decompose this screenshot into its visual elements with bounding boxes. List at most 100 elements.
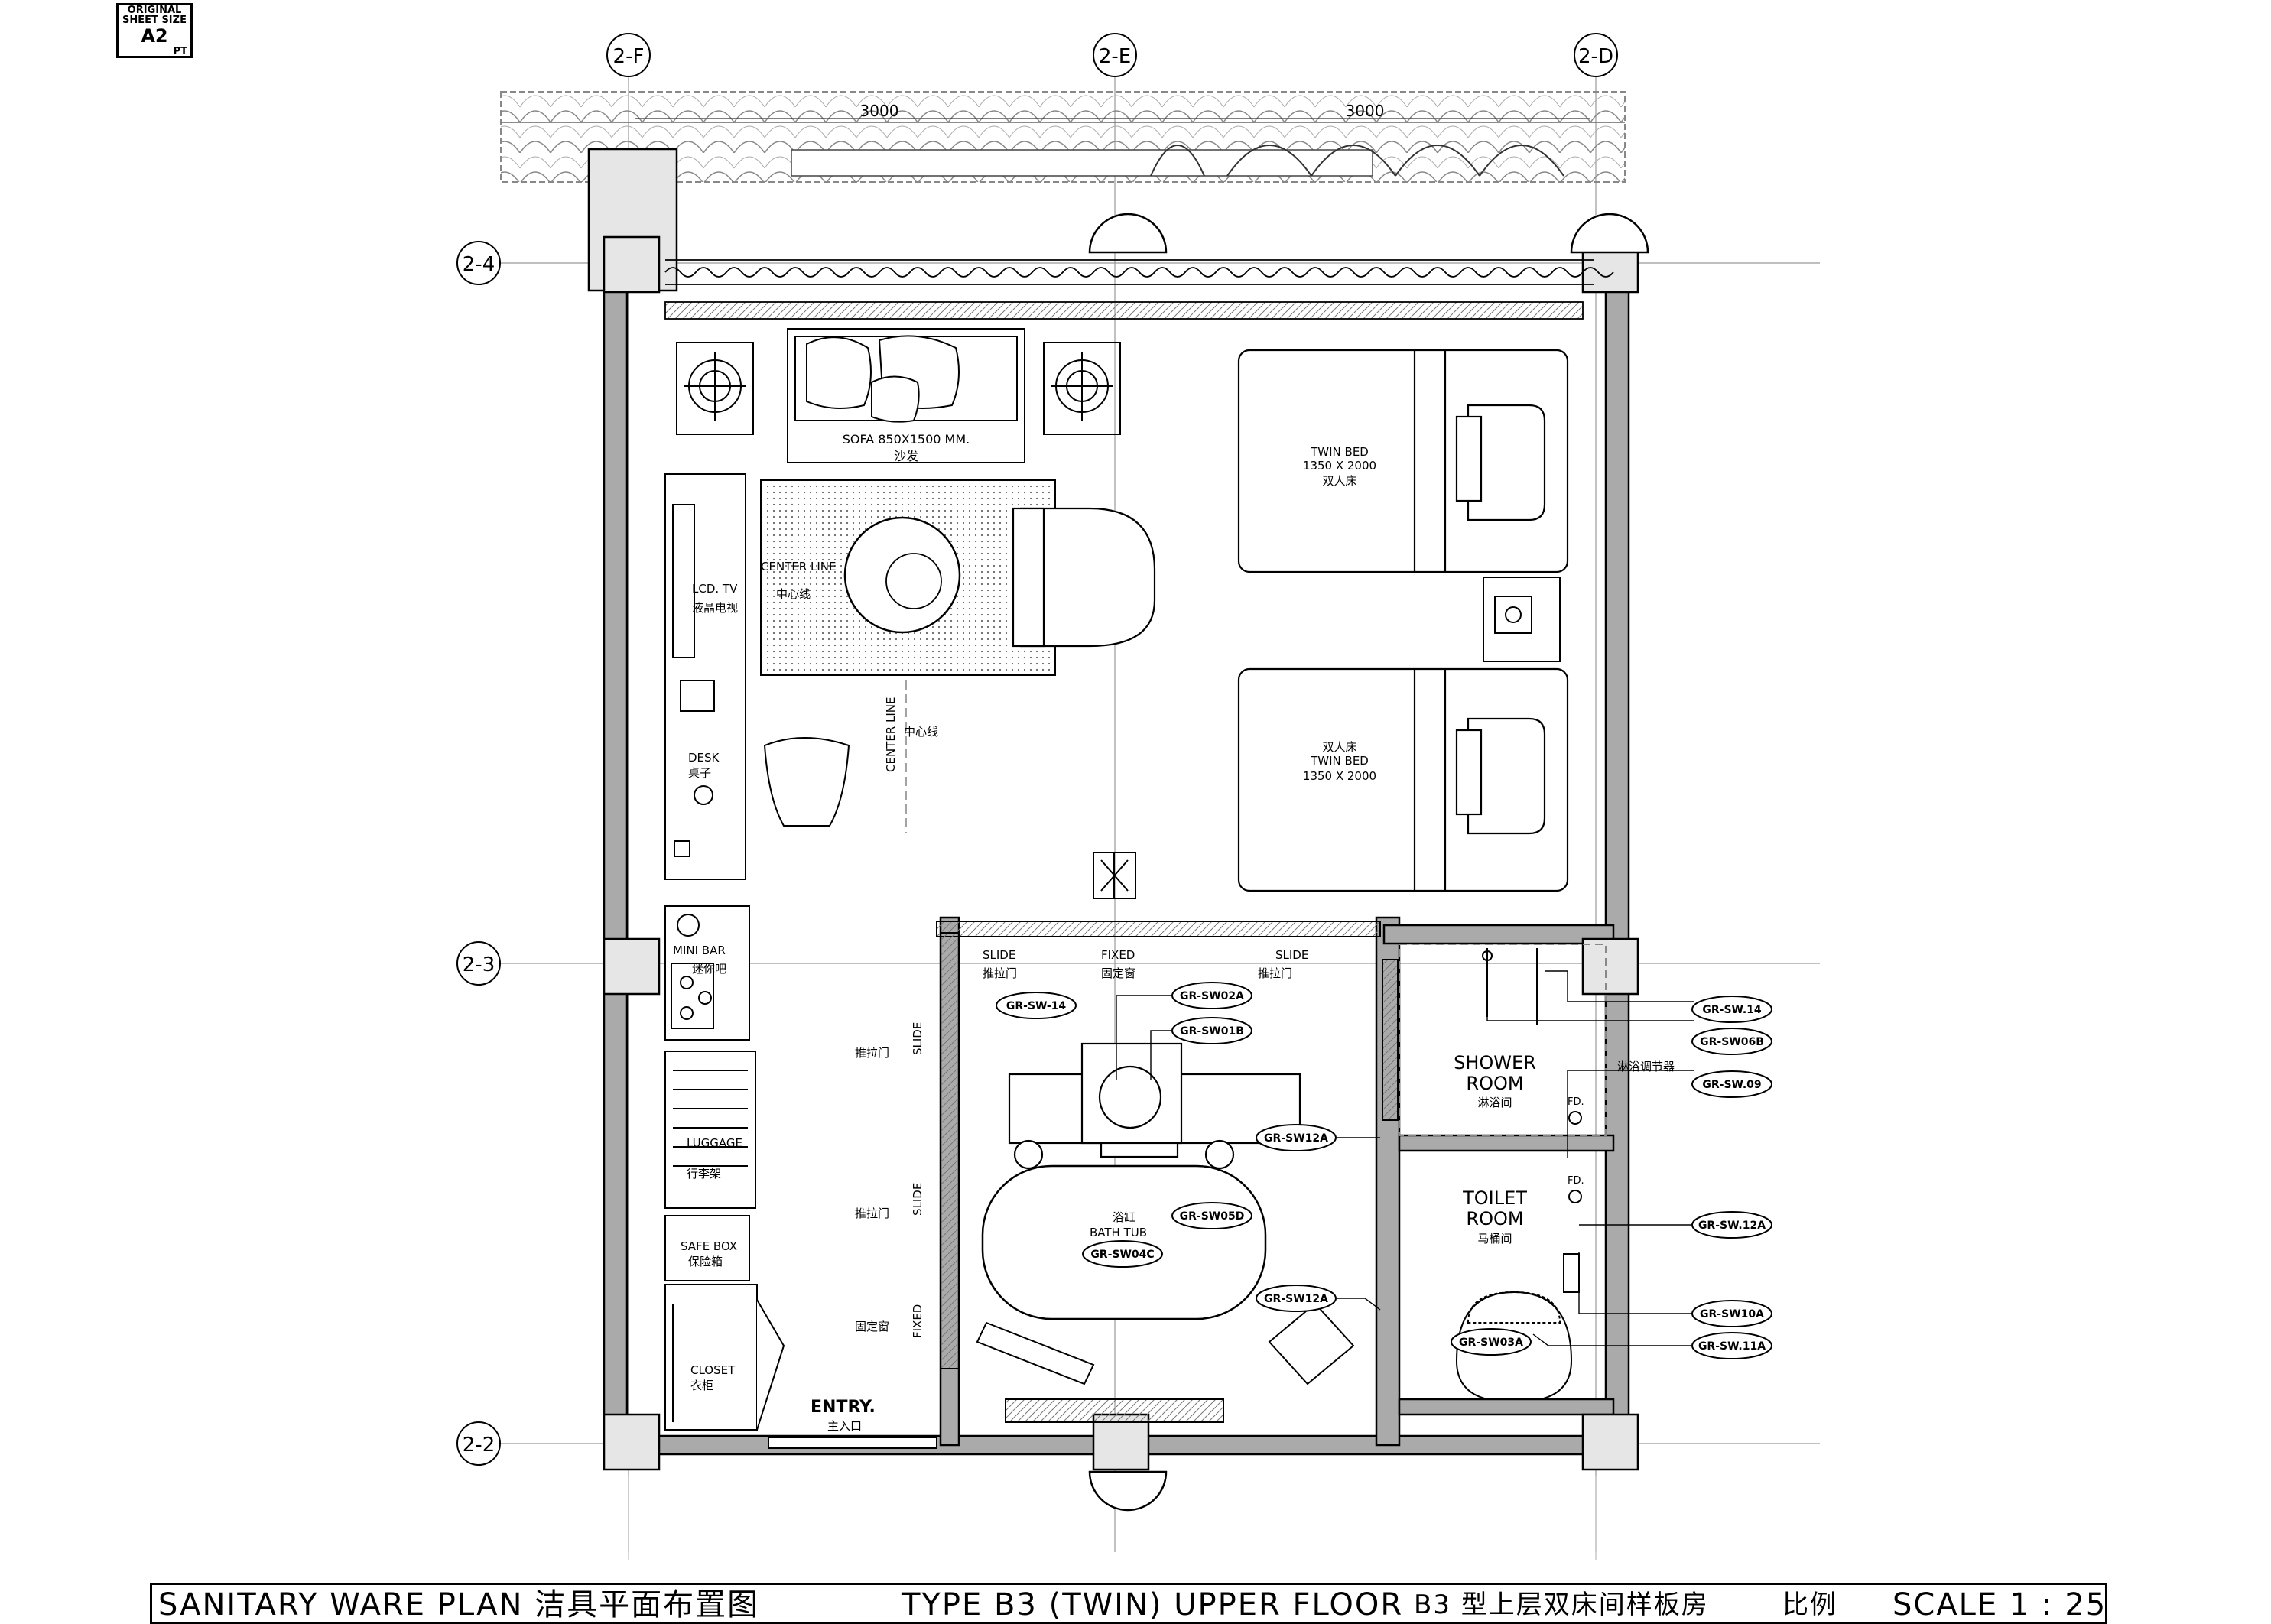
tag-labels: GR-SW-14 GR-SW02A GR-SW01B GR-SW12A GR-S… xyxy=(1006,990,1766,1353)
armchair xyxy=(1012,507,1156,648)
fd-label-2: FD. xyxy=(1568,1175,1584,1187)
dim-right: 3000 xyxy=(1346,102,1385,120)
toilet-label-cn: 马桶间 xyxy=(1477,1232,1512,1246)
plant xyxy=(1093,852,1136,899)
closet-label: CLOSET xyxy=(690,1363,736,1377)
title-center-cn: B3 型上层双床间样板房 xyxy=(1414,1590,1709,1620)
tag-r09: GR-SW.09 xyxy=(1702,1079,1761,1091)
title-left: SANITARY WARE PLAN 洁具平面布置图 xyxy=(158,1587,760,1622)
grid-label-2f: 2-F xyxy=(613,45,645,68)
sheet-size-stamp: ORIGINAL SHEET SIZE A2 PT xyxy=(116,3,193,58)
tag-sw01b: GR-SW01B xyxy=(1180,1025,1244,1038)
entry-cabinets xyxy=(664,905,785,1431)
pilasters xyxy=(1088,213,1649,1512)
grid-label-2e: 2-E xyxy=(1099,45,1131,68)
tag-r06b: GR-SW06B xyxy=(1700,1036,1764,1048)
tag-sw12a-1: GR-SW12A xyxy=(1264,1132,1328,1145)
bath-benches xyxy=(976,1302,1355,1423)
coffee-table xyxy=(843,516,961,634)
shower-label-1: SHOWER xyxy=(1454,1052,1536,1073)
slide-side-1: SLIDE xyxy=(911,1022,924,1055)
side-tables xyxy=(676,342,1121,435)
slide-side-2-cn: 推拉门 xyxy=(855,1207,889,1220)
slide-top-left-cn: 推拉门 xyxy=(983,966,1017,980)
tag-sw12a-2: GR-SW12A xyxy=(1264,1293,1328,1305)
bed-2-label-3: 1350 X 2000 xyxy=(1303,769,1376,783)
grid-bubbles xyxy=(456,33,1618,1466)
sheet-size-line1: ORIGINAL xyxy=(127,5,182,16)
leader-lines xyxy=(1116,970,1694,1346)
grid-label-2-2: 2-2 xyxy=(463,1434,495,1457)
grid-label-2d: 2-D xyxy=(1578,45,1613,68)
bathtub-label-cn: 浴缸 xyxy=(1113,1210,1136,1224)
bathroom-enclosure xyxy=(936,921,1399,1369)
desk-label: DESK xyxy=(688,751,720,765)
sheet-size-suffix: PT xyxy=(173,46,187,57)
entry-door xyxy=(768,1437,937,1449)
tag-sw14: GR-SW-14 xyxy=(1006,1000,1067,1012)
tag-r14: GR-SW.14 xyxy=(1702,1004,1762,1016)
title-scale: SCALE 1 : 25 xyxy=(1892,1587,2107,1622)
shower-label-cn: 淋浴间 xyxy=(1477,1096,1512,1109)
fixed-top: FIXED xyxy=(1101,948,1135,962)
slide-top-left: SLIDE xyxy=(983,948,1015,962)
entry-label: ENTRY. xyxy=(811,1398,876,1417)
tag-sw04c: GR-SW04C xyxy=(1090,1249,1154,1261)
tag-sw03a: GR-SW03A xyxy=(1459,1337,1523,1349)
bed-2-label-2: TWIN BED xyxy=(1310,754,1369,768)
center-line-label-cn: 中心线 xyxy=(776,587,811,601)
entry-label-cn: 主入口 xyxy=(827,1419,862,1433)
bed-1-label-1: TWIN BED xyxy=(1310,445,1369,459)
bed-2-label-1: 双人床 xyxy=(1322,740,1356,754)
bathtub-label: BATH TUB xyxy=(1090,1226,1147,1239)
tag-r10a: GR-SW10A xyxy=(1700,1308,1764,1320)
desk-label-cn: 桌子 xyxy=(688,766,711,780)
tag-sw02a: GR-SW02A xyxy=(1180,990,1244,1002)
tag-r12a: GR-SW.12A xyxy=(1698,1220,1766,1232)
grid-label-2-3: 2-3 xyxy=(463,953,495,976)
bed-1-label-2: 1350 X 2000 xyxy=(1303,459,1376,473)
title-block: SANITARY WARE PLAN 洁具平面布置图 TYPE B3 (TWIN… xyxy=(150,1583,2107,1624)
sofa-label: SOFA 850X1500 MM. xyxy=(843,432,970,447)
grid-label-2-4: 2-4 xyxy=(463,253,495,276)
title-scale-cn: 比例 xyxy=(1782,1590,1837,1620)
sheet-size-line2: SHEET SIZE xyxy=(122,15,187,26)
sheet-size-value: A2 xyxy=(141,25,168,47)
tv-label: LCD. TV xyxy=(692,582,738,596)
mixer-label-cn: 淋浴调节器 xyxy=(1617,1060,1675,1073)
toilet-label-2: ROOM xyxy=(1466,1208,1523,1229)
closet-label-cn: 衣柜 xyxy=(690,1379,713,1392)
tag-r11a: GR-SW.11A xyxy=(1698,1340,1766,1353)
tv-cabinet xyxy=(664,473,746,880)
bed-1-label-3: 双人床 xyxy=(1322,474,1356,488)
slide-side-2: SLIDE xyxy=(911,1183,924,1216)
desk-chair xyxy=(763,737,850,827)
fd-label-1: FD. xyxy=(1568,1096,1584,1108)
center-line-label: CENTER LINE xyxy=(761,560,836,573)
minibar-label-cn: 迷你吧 xyxy=(692,962,726,976)
luggage-label: LUGGAGE xyxy=(687,1136,742,1150)
slide-top-right-cn: 推拉门 xyxy=(1258,966,1292,980)
toilet-label-1: TOILET xyxy=(1462,1187,1527,1209)
slide-side-1-cn: 推拉门 xyxy=(855,1046,889,1060)
slide-top-right: SLIDE xyxy=(1275,948,1308,962)
tag-shapes xyxy=(996,982,1772,1359)
fixed-side-cn: 固定窗 xyxy=(855,1320,889,1333)
tag-sw05d: GR-SW05D xyxy=(1180,1210,1245,1223)
fixed-side: FIXED xyxy=(911,1304,924,1338)
nightstand xyxy=(1483,577,1561,662)
sofa xyxy=(787,328,1025,463)
tv-label-cn: 液晶电视 xyxy=(692,601,738,615)
shower-label-2: ROOM xyxy=(1466,1073,1523,1094)
safe-label-cn: 保险箱 xyxy=(688,1255,723,1268)
dim-left: 3000 xyxy=(860,102,899,120)
center-line2-label-cn: 中心线 xyxy=(904,725,938,739)
vanity xyxy=(1008,1042,1301,1170)
sofa-label-cn: 沙发 xyxy=(894,449,918,463)
bed-1 xyxy=(1237,349,1569,573)
bed-2 xyxy=(1237,667,1569,892)
top-window xyxy=(664,259,1614,320)
luggage-label-cn: 行李架 xyxy=(687,1167,721,1181)
title-center: TYPE B3 (TWIN) UPPER FLOOR xyxy=(902,1587,1404,1622)
